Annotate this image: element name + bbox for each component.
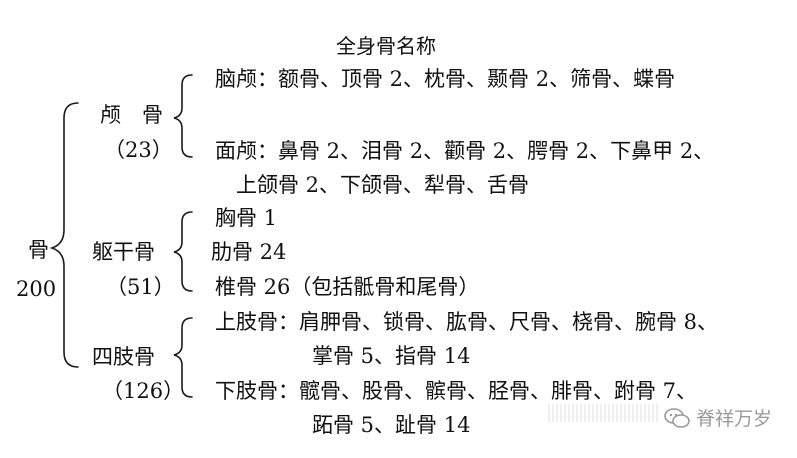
- root-brace: [49, 102, 79, 368]
- root-label: 骨: [28, 238, 49, 262]
- watermark-text: 脊祥万岁: [696, 408, 773, 430]
- limbs-item-upper-cont: 掌骨 5、指骨 14: [312, 344, 471, 368]
- diagram-title: 全身骨名称: [336, 34, 436, 58]
- limbs-item-lower-cont: 跖骨 5、趾骨 14: [312, 413, 471, 437]
- limbs-brace: [173, 317, 193, 398]
- watermark: 脊祥万岁: [664, 404, 772, 431]
- skull-brace: [173, 74, 193, 158]
- skull-item-facial: 面颅：鼻骨 2、泪骨 2、颧骨 2、腭骨 2、下鼻甲 2、: [215, 139, 715, 163]
- trunk-brace: [173, 211, 193, 292]
- limbs-item-lower: 下肢骨：髋骨、股骨、髌骨、胫骨、腓骨、跗骨 7、: [215, 379, 698, 403]
- wechat-bubble-icon: [664, 407, 690, 428]
- limbs-label: 四肢骨: [92, 345, 155, 369]
- skull-label: 颅 骨: [100, 103, 163, 127]
- skull-item-cranial: 脑颅：额骨、顶骨 2、枕骨、颞骨 2、筛骨、蝶骨: [215, 67, 676, 91]
- watermark-noise: [548, 404, 658, 422]
- trunk-count: （51）: [106, 275, 175, 299]
- limbs-item-upper: 上肢骨：肩胛骨、锁骨、肱骨、尺骨、桡骨、腕骨 8、: [215, 310, 719, 334]
- skull-item-facial-cont: 上颌骨 2、下颌骨、犁骨、舌骨: [236, 173, 530, 197]
- trunk-label: 躯干骨: [92, 240, 155, 264]
- root-count: 200: [16, 277, 57, 301]
- skull-count: （23）: [104, 138, 173, 162]
- trunk-item-ribs: 肋骨 24: [211, 240, 287, 264]
- trunk-item-sternum: 胸骨 1: [215, 206, 278, 230]
- trunk-item-vertebrae: 椎骨 26（包括骶骨和尾骨）: [215, 275, 480, 299]
- limbs-count: （126）: [102, 379, 185, 403]
